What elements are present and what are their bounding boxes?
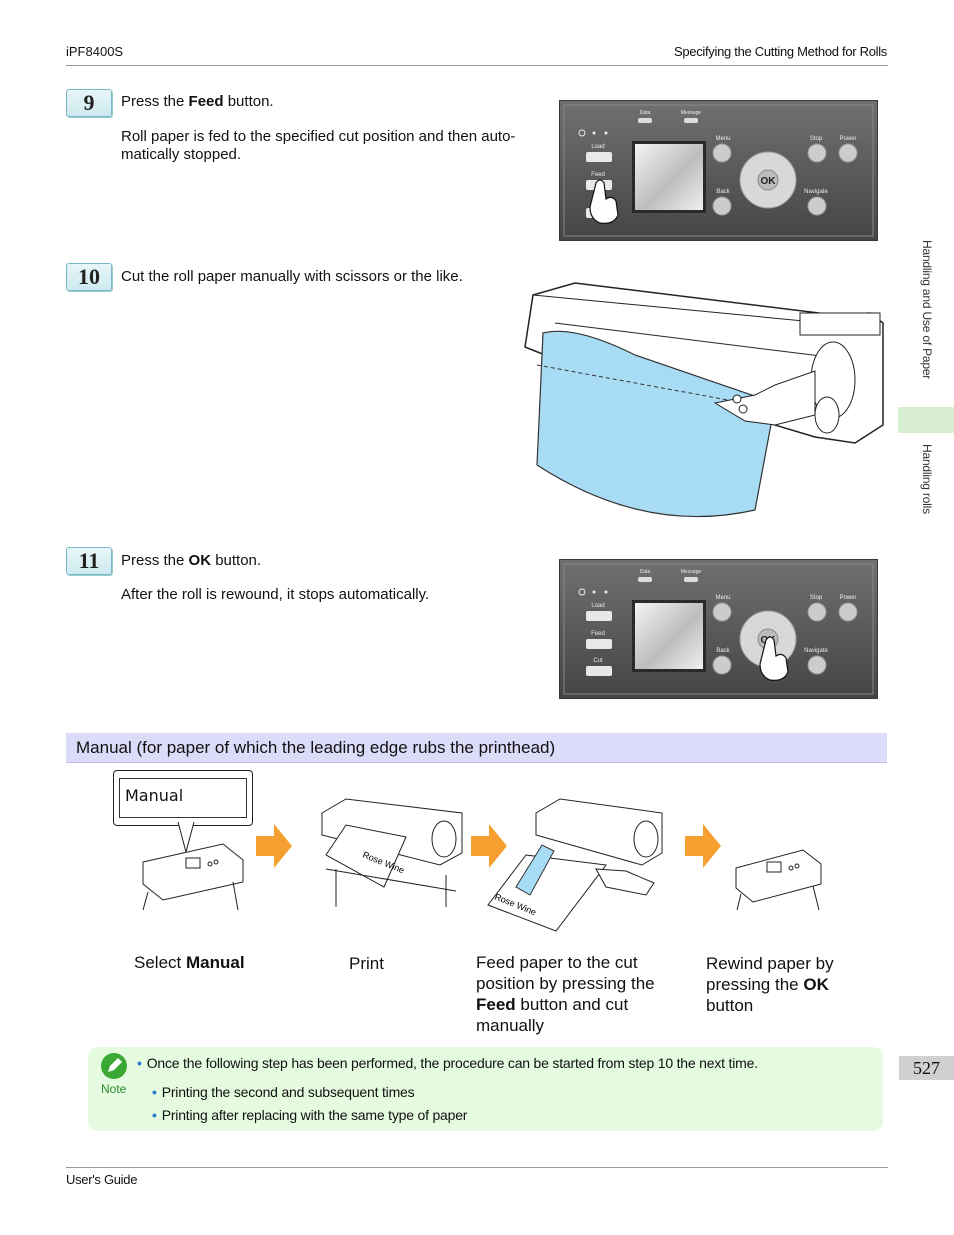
header-chapter-title: Specifying the Cutting Method for Rolls bbox=[673, 44, 887, 59]
step-11-instruction: Press the OK button. bbox=[121, 552, 262, 569]
step-number-11: 11 bbox=[66, 547, 112, 575]
note-item-1: •Printing the second and subsequent time… bbox=[152, 1084, 415, 1100]
panel-label-message: Message bbox=[681, 110, 702, 116]
flow-arrow-3 bbox=[685, 824, 721, 868]
panel2-label-back: Back bbox=[716, 648, 730, 654]
side-chapter: Handling and Use of Paper bbox=[920, 240, 934, 380]
printer-panel-sketch-2 bbox=[735, 849, 822, 911]
header-rule bbox=[66, 65, 888, 66]
panel-ok-label: OK bbox=[761, 176, 777, 187]
step-number-10: 10 bbox=[66, 263, 112, 291]
panel-label-navigate: Navigate bbox=[804, 189, 828, 195]
panel-label-back: Back bbox=[716, 189, 730, 195]
control-panel-ok-drawing: Data Message Load Feed Cut Menu Back OK … bbox=[560, 560, 877, 698]
caption-select-manual: Select Manual bbox=[134, 953, 245, 972]
caption-print: Print bbox=[349, 954, 384, 973]
footer-guide: User's Guide bbox=[66, 1172, 138, 1187]
step-9-instruction: Press the Feed button. bbox=[121, 93, 274, 110]
panel2-label-cut: Cut bbox=[593, 658, 603, 664]
panel-label-power: Power bbox=[839, 136, 856, 142]
note-main: •Once the following step has been perfor… bbox=[137, 1055, 758, 1071]
panel-label-feed: Feed bbox=[591, 172, 605, 178]
panel2-label-feed: Feed bbox=[591, 631, 605, 637]
manual-callout-text: Manual bbox=[125, 786, 184, 805]
control-panel-ok: Data Message Load Feed Cut Menu Back OK … bbox=[559, 559, 878, 699]
printer-panel-sketch-1 bbox=[142, 822, 244, 911]
manual-callout: Manual bbox=[113, 770, 253, 826]
panel-label-menu: Menu bbox=[715, 136, 730, 142]
side-tab-marker bbox=[898, 407, 954, 433]
note-item-2: •Printing after replacing with the same … bbox=[152, 1107, 468, 1123]
note-box bbox=[88, 1047, 883, 1131]
note-pencil-icon bbox=[101, 1053, 127, 1079]
panel2-label-data: Data bbox=[640, 569, 651, 575]
flow-arrow-1 bbox=[256, 824, 292, 868]
panel-label-data: Data bbox=[640, 110, 651, 116]
page-number: 527 bbox=[899, 1056, 954, 1080]
manual-callout-inner: Manual bbox=[119, 778, 247, 818]
section-title-manual: Manual (for paper of which the leading e… bbox=[66, 733, 887, 763]
panel2-label-message: Message bbox=[681, 569, 702, 575]
panel-label-load: Load bbox=[591, 144, 604, 150]
printer-cutting-illustration bbox=[524, 282, 884, 518]
control-panel-feed: Data Message Load Feed Menu Back OK Stop… bbox=[559, 100, 878, 241]
panel-label-stop: Stop bbox=[810, 136, 823, 142]
step-11-line2: After the roll is rewound, it stops auto… bbox=[121, 586, 430, 603]
header-model: iPF8400S bbox=[66, 44, 124, 59]
printer-feed-cut-sketch: Rose Wine bbox=[487, 798, 663, 932]
step-9-line3: matically stopped. bbox=[121, 146, 242, 163]
step-9-line2: Roll paper is fed to the specified cut p… bbox=[121, 128, 516, 145]
note-label: Note bbox=[101, 1082, 127, 1096]
panel2-label-menu: Menu bbox=[715, 595, 730, 601]
control-panel-feed-drawing: Data Message Load Feed Menu Back OK Stop… bbox=[560, 101, 877, 240]
panel2-label-stop: Stop bbox=[810, 595, 823, 601]
side-section: Handling rolls bbox=[920, 444, 934, 514]
step-number-9: 9 bbox=[66, 89, 112, 117]
step-10-instruction: Cut the roll paper manually with scissor… bbox=[121, 268, 463, 285]
caption-feed-and-cut: Feed paper to the cut position by pressi… bbox=[476, 953, 655, 1035]
panel2-label-load: Load bbox=[591, 603, 604, 609]
printer-print-sketch: Rose Wine bbox=[321, 798, 463, 907]
panel2-label-power: Power bbox=[839, 595, 856, 601]
panel2-label-navigate: Navigate bbox=[804, 648, 828, 654]
caption-rewind: Rewind paper by pressing the OK button bbox=[706, 954, 834, 1015]
flow-arrow-2 bbox=[471, 824, 507, 868]
footer-rule bbox=[66, 1167, 888, 1168]
